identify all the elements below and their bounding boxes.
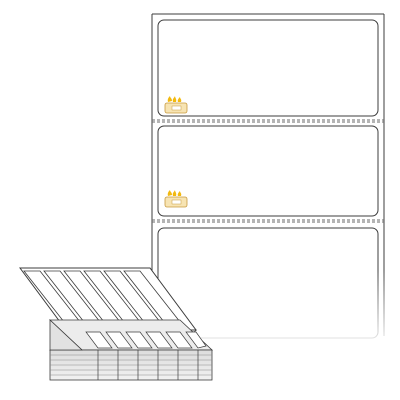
perforation-line-1 — [152, 119, 384, 123]
fanfold-stack — [19, 267, 214, 381]
label-1 — [157, 19, 379, 117]
fanfold-top-sheet — [19, 267, 197, 331]
brand-mark-1 — [164, 96, 188, 114]
flame-icon — [167, 96, 182, 102]
fanfold-stack-block — [48, 319, 214, 381]
flame-icon — [167, 190, 182, 196]
label-2 — [157, 125, 379, 217]
perforation-line-2 — [152, 219, 384, 223]
brand-mark-2 — [164, 190, 188, 208]
